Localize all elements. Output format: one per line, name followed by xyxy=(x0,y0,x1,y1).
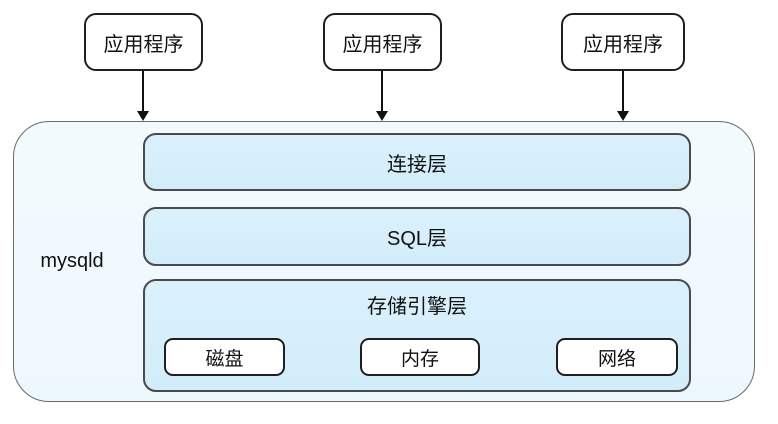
arrow-head-icon xyxy=(137,111,149,121)
application-box-2: 应用程序 xyxy=(323,13,442,71)
application-label: 应用程序 xyxy=(342,33,423,56)
memory-label: 内存 xyxy=(400,348,439,370)
arrow-shaft xyxy=(381,71,383,112)
memory-box: 内存 xyxy=(360,338,480,376)
connection-layer-label: 连接层 xyxy=(387,153,447,176)
down-arrow-1 xyxy=(137,71,149,121)
application-label: 应用程序 xyxy=(103,33,184,56)
application-box-1: 应用程序 xyxy=(84,13,203,71)
arrow-head-icon xyxy=(376,111,388,121)
disk-box: 磁盘 xyxy=(164,338,285,376)
storage-engine-layer-label: 存储引擎层 xyxy=(367,296,467,318)
network-label: 网络 xyxy=(597,348,636,370)
sql-layer-box: SQL层 xyxy=(143,207,691,266)
connection-layer-box: 连接层 xyxy=(143,133,691,191)
application-box-3: 应用程序 xyxy=(561,13,685,71)
down-arrow-2 xyxy=(376,71,388,121)
storage-engine-layer-box: 存储引擎层 磁盘 内存 网络 xyxy=(143,279,691,392)
arrow-shaft xyxy=(142,71,144,112)
down-arrow-3 xyxy=(617,71,629,121)
arrow-head-icon xyxy=(617,111,629,121)
mysqld-label: mysqld xyxy=(40,250,104,272)
arrow-shaft xyxy=(622,71,624,112)
sql-layer-label: SQL层 xyxy=(386,228,448,250)
network-box: 网络 xyxy=(556,338,678,376)
disk-label: 磁盘 xyxy=(205,348,244,370)
application-label: 应用程序 xyxy=(583,33,663,56)
